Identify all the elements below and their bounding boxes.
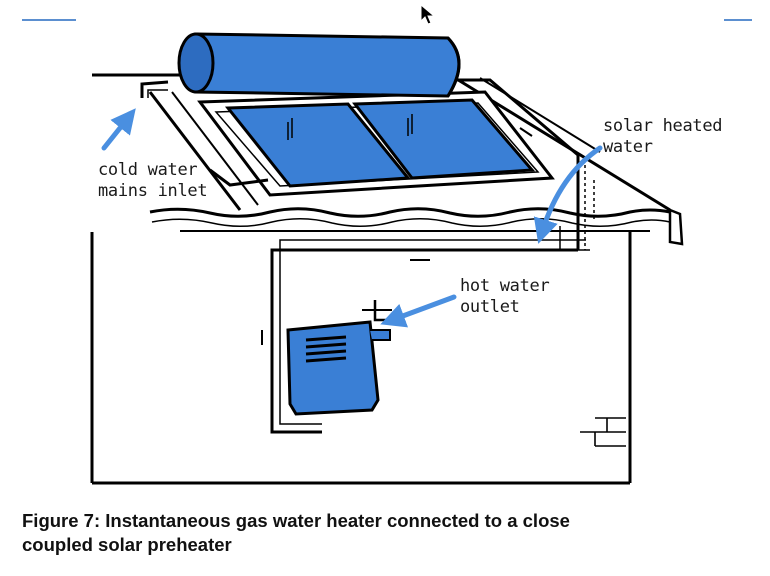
pipes [92, 73, 595, 434]
solar-panel-right [352, 98, 536, 180]
solar-panel-left [224, 102, 411, 188]
figure-caption-line2: coupled solar preheater [22, 534, 232, 555]
label-hot-water-line1: hot water [460, 276, 550, 296]
corner-line-top-left [22, 19, 76, 21]
label-cold-water-line1: cold water [98, 160, 198, 180]
arrow-hot-water [380, 294, 457, 328]
house-walls [90, 232, 632, 485]
label-hot-water-line2: outlet [460, 297, 520, 317]
wall-brick-detail [580, 417, 626, 447]
solar-collector [197, 90, 555, 197]
label-cold-water: cold water mains inlet [98, 160, 208, 202]
corner-line-top-right [724, 19, 752, 21]
arrow-solar-heated [533, 145, 603, 244]
annotation-arrows [101, 108, 603, 328]
roof [148, 76, 684, 251]
label-hot-water: hot water outlet [460, 276, 550, 318]
label-cold-water-line2: mains inlet [98, 181, 208, 201]
arrow-cold-water [101, 108, 136, 151]
mouse-pointer-icon [420, 3, 436, 31]
figure-caption: Figure 7: Instantaneous gas water heater… [22, 509, 742, 557]
label-solar-heated-line1: solar heated [603, 116, 723, 136]
label-solar-heated: solar heated water [603, 116, 723, 158]
gas-water-heater [286, 320, 391, 416]
label-solar-heated-line2: water [603, 137, 653, 157]
figure-caption-line1: Figure 7: Instantaneous gas water heater… [22, 510, 570, 531]
storage-tank [177, 32, 461, 98]
